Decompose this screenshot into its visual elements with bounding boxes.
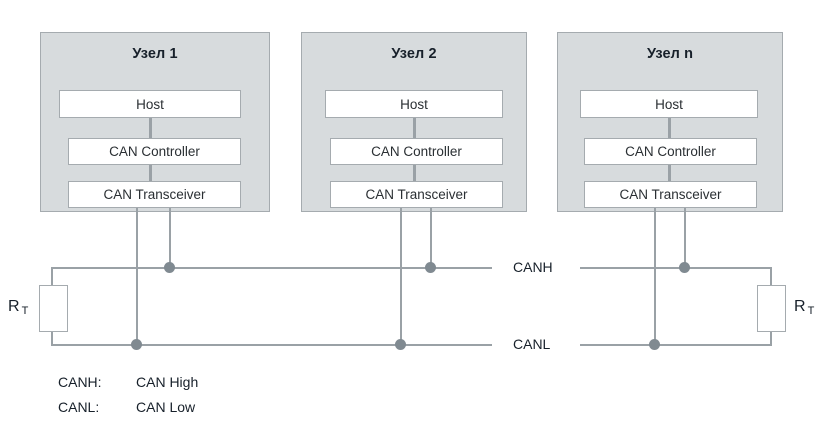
canh-bus-label: CANH (513, 259, 553, 275)
node-3-block-host: Host (580, 90, 758, 118)
node-3-stub-host-controller (668, 118, 671, 138)
node-1-stub-host-controller (149, 118, 152, 138)
node-1-stub-controller-transceiver (149, 165, 152, 181)
junction-dot-node2-canl (395, 339, 406, 350)
node-1-drop-canh (169, 208, 171, 270)
node-3-block-can-transceiver: CAN Transceiver (584, 181, 757, 208)
canh-bus-segment-right (580, 267, 772, 269)
canh-bus-segment-left (51, 267, 492, 269)
node-3-drop-canl (654, 208, 656, 347)
node-title-1: Узел 1 (132, 46, 178, 62)
node-2-block-can-transceiver: CAN Transceiver (330, 181, 503, 208)
right-resistor-symbol: R (794, 298, 806, 315)
node-1-block-can-transceiver: CAN Transceiver (68, 181, 241, 208)
canl-bus-segment-left (51, 344, 492, 346)
node-2-stub-controller-transceiver (413, 165, 416, 181)
left-resistor-subscript: T (21, 305, 29, 317)
legend-key-canh: CANH: (58, 374, 102, 390)
left-terminating-resistor (39, 285, 68, 332)
right-resistor-subscript: T (807, 305, 815, 317)
left-resistor-symbol: R (8, 298, 20, 315)
node-1-drop-canl (136, 208, 138, 347)
legend-value-canl: CAN Low (136, 399, 196, 415)
canl-bus-label: CANL (513, 336, 551, 352)
node-1-block-host: Host (59, 90, 241, 118)
right-terminating-resistor (757, 285, 786, 332)
node-2-stub-host-controller (413, 118, 416, 138)
legend-key-canl: CANL: (58, 399, 100, 415)
junction-dot-node3-canl (649, 339, 660, 350)
node-title-2: Узел 2 (391, 46, 437, 62)
node-2-drop-canl (400, 208, 402, 347)
canl-bus-segment-right (580, 344, 772, 346)
node-3-block-can-controller: CAN Controller (584, 138, 757, 165)
node-3-drop-canh (684, 208, 686, 270)
junction-dot-node1-canh (164, 262, 175, 273)
node-1-block-can-controller: CAN Controller (68, 138, 241, 165)
junction-dot-node3-canh (679, 262, 690, 273)
node-3-stub-controller-transceiver (668, 165, 671, 181)
legend-value-canh: CAN High (136, 374, 199, 390)
junction-dot-node2-canh (425, 262, 436, 273)
node-title-3: Узел n (646, 46, 694, 62)
junction-dot-node1-canl (131, 339, 142, 350)
node-2-block-can-controller: CAN Controller (330, 138, 503, 165)
node-2-drop-canh (430, 208, 432, 270)
node-2-block-host: Host (325, 90, 503, 118)
